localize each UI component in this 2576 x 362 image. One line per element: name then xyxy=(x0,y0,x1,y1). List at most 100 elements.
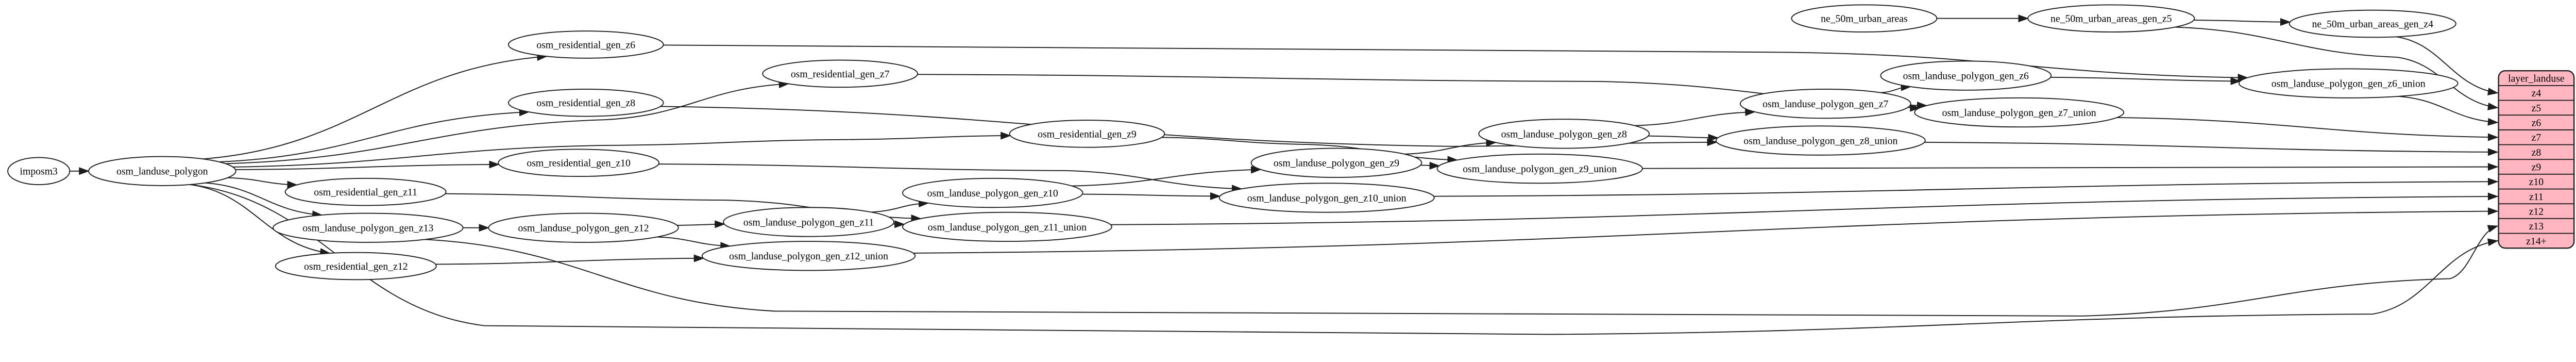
edge-osm_landuse_polygon--osm_residential_gen_z7 xyxy=(226,80,790,164)
osm-landuse-polygon-gen-z6-union-label: osm_landuse_polygon_gen_z6_union xyxy=(2272,78,2426,90)
edge-osm_landuse_polygon_gen_z8--osm_landuse_polygon_gen_z8_union xyxy=(1648,134,1719,142)
layer-landuse-row-z7: z7 xyxy=(2532,132,2541,143)
osm-landuse-polygon-gen-z12-union-label: osm_landuse_polygon_gen_z12_union xyxy=(729,251,888,262)
osm-landuse-polygon-gen-z13-label: osm_landuse_polygon_gen_z13 xyxy=(302,223,433,234)
edge-osm_landuse_polygon_gen_z11_union--layer_landuse-z11 xyxy=(1110,192,2499,225)
node-layer-landuse: layer_landusez4z5z6z7z8z9z10z11z12z13z14… xyxy=(2498,70,2575,249)
osm-landuse-polygon-gen-z7-ellipse xyxy=(1739,88,1911,119)
edge-osm_landuse_polygon_gen_z12--osm_landuse_polygon_gen_z11 xyxy=(677,220,725,228)
edge-osm_landuse_polygon_gen_z9--osm_landuse_polygon_gen_z9_union xyxy=(1420,161,1440,170)
osm-residential-gen-z9-ellipse xyxy=(1009,120,1165,148)
osm-landuse-polygon-gen-z7-union-label: osm_landuse_polygon_gen_z7_union xyxy=(1942,107,2096,119)
node-osm-landuse-polygon-gen-z10-union: osm_landuse_polygon_gen_z10_union xyxy=(1218,183,1435,213)
edge-osm_landuse_polygon_gen_z6--osm_landuse_polygon_gen_z6_union xyxy=(2050,76,2242,85)
edge-osm_landuse_polygon--osm_residential_gen_z12 xyxy=(190,184,331,256)
ne-50m-urban-areas-gen-z5-label: ne_50m_urban_areas_gen_z5 xyxy=(2050,13,2172,25)
osm-landuse-polygon-ellipse xyxy=(88,156,236,186)
node-osm-landuse-polygon-gen-z9: osm_landuse_polygon_gen_z9 xyxy=(1250,147,1422,178)
edge-osm_landuse_polygon_gen_z9--osm_landuse_polygon_gen_z8 xyxy=(1404,139,1497,155)
osm-landuse-polygon-gen-z10-ellipse xyxy=(902,177,1083,208)
osm-residential-gen-z7-ellipse xyxy=(762,59,918,88)
node-osm-residential-gen-z10: osm_residential_gen_z10 xyxy=(498,149,660,177)
edge-osm_landuse_polygon_gen_z6_union--layer_landuse-z6 xyxy=(2398,95,2499,126)
osm-landuse-polygon-gen-z13-ellipse xyxy=(273,212,464,243)
osm-landuse-polygon-gen-z8-ellipse xyxy=(1478,119,1650,149)
layer-landuse-row-z4: z4 xyxy=(2532,88,2541,99)
osm-landuse-polygon-gen-z8-union-ellipse xyxy=(1715,125,1926,156)
edge-osm_landuse_polygon_gen_z7_union--layer_landuse-z7 xyxy=(2117,117,2499,141)
node-osm-landuse-polygon-gen-z8-union: osm_landuse_polygon_gen_z8_union xyxy=(1715,125,1926,156)
node-ne-50m-urban-areas-gen-z5: ne_50m_urban_areas_gen_z5 xyxy=(2027,4,2195,32)
edge-osm_landuse_polygon_gen_z8--osm_landuse_polygon_gen_z7 xyxy=(1634,108,1756,126)
edge-osm_landuse_polygon_gen_z10_union--layer_landuse-z10 xyxy=(1433,177,2499,197)
node-osm-landuse-polygon-gen-z6: osm_landuse_polygon_gen_z6 xyxy=(1880,60,2052,91)
osm-residential-gen-z10-ellipse xyxy=(498,149,660,177)
osm-landuse-polygon-gen-z9-ellipse xyxy=(1250,147,1422,178)
osm-residential-gen-z12-ellipse xyxy=(275,252,437,281)
edge-osm_landuse_polygon_gen_z13--layer_landuse-z13 xyxy=(425,225,2499,317)
imposm3-label: imposm3 xyxy=(20,166,58,177)
osm-landuse-polygon-gen-z12-label: osm_landuse_polygon_gen_z12 xyxy=(518,223,649,234)
edges-layer xyxy=(70,14,2499,335)
edge-osm_landuse_polygon--osm_residential_gen_z9 xyxy=(232,131,1011,168)
osm-landuse-polygon-gen-z10-union-ellipse xyxy=(1218,183,1435,213)
node-osm-landuse-polygon-gen-z10: osm_landuse_polygon_gen_z10 xyxy=(902,177,1083,208)
edge-osm_landuse_polygon_gen_z8_union--layer_landuse-z8 xyxy=(1924,141,2499,156)
osm-landuse-polygon-gen-z10-label: osm_landuse_polygon_gen_z10 xyxy=(927,188,1058,199)
osm-landuse-polygon-gen-z7-label: osm_landuse_polygon_gen_z7 xyxy=(1762,98,1888,110)
osm-residential-gen-z12-label: osm_residential_gen_z12 xyxy=(304,261,408,272)
edge-osm_landuse_polygon_gen_z12_union--layer_landuse-z12 xyxy=(913,207,2499,254)
osm-residential-gen-z7-label: osm_residential_gen_z7 xyxy=(791,69,890,80)
node-ne-50m-urban-areas: ne_50m_urban_areas xyxy=(1791,4,1938,32)
node-imposm3: imposm3 xyxy=(7,157,71,186)
node-osm-residential-gen-z12: osm_residential_gen_z12 xyxy=(275,252,437,281)
node-osm-landuse-polygon-gen-z7: osm_landuse_polygon_gen_z7 xyxy=(1739,88,1911,119)
node-osm-landuse-polygon-gen-z13: osm_landuse_polygon_gen_z13 xyxy=(273,212,464,243)
node-osm-residential-gen-z6: osm_residential_gen_z6 xyxy=(507,30,664,59)
osm-landuse-polygon-gen-z6-union-ellipse xyxy=(2238,68,2459,98)
node-osm-landuse-polygon-gen-z12: osm_landuse_polygon_gen_z12 xyxy=(488,212,679,243)
node-osm-residential-gen-z8: osm_residential_gen_z8 xyxy=(507,88,664,117)
osm-residential-gen-z11-ellipse xyxy=(284,177,447,206)
osm-landuse-polygon-gen-z11-union-label: osm_landuse_polygon_gen_z11_union xyxy=(928,222,1087,233)
osm-landuse-polygon-gen-z9-union-ellipse xyxy=(1436,153,1643,184)
node-osm-landuse-polygon: osm_landuse_polygon xyxy=(88,156,236,186)
layer-landuse-row-z14plus: z14+ xyxy=(2526,236,2547,247)
osm-landuse-polygon-gen-z6-label: osm_landuse_polygon_gen_z6 xyxy=(1903,71,2029,82)
osm-residential-gen-z8-label: osm_residential_gen_z8 xyxy=(536,97,635,109)
osm-landuse-polygon-gen-z7-union-ellipse xyxy=(1914,97,2125,128)
layer-landuse-row-z11: z11 xyxy=(2529,191,2544,203)
edge-osm_landuse_polygon_gen_z11--osm_landuse_polygon_gen_z10 xyxy=(871,200,929,213)
osm-landuse-polygon-gen-z12-ellipse xyxy=(488,212,679,243)
nodes-layer: imposm3 osm_landuse_polygon osm_residentia… xyxy=(7,4,2459,281)
node-osm-landuse-polygon-gen-z11-union: osm_landuse_polygon_gen_z11_union xyxy=(902,211,1112,242)
node-osm-landuse-polygon-gen-z7-union: osm_landuse_polygon_gen_z7_union xyxy=(1914,97,2125,128)
osm-landuse-polygon-gen-z11-ellipse xyxy=(723,207,894,237)
landuse-etl-graph: imposm3 osm_landuse_polygon osm_residentia… xyxy=(7,4,2575,335)
ne-50m-urban-areas-gen-z4-ellipse xyxy=(2289,9,2456,38)
osm-landuse-polygon-gen-z12-union-ellipse xyxy=(701,241,916,271)
ne-50m-urban-areas-label: ne_50m_urban_areas xyxy=(1821,13,1908,25)
node-osm-landuse-polygon-gen-z6-union: osm_landuse_polygon_gen_z6_union xyxy=(2238,68,2459,98)
edge-osm_landuse_polygon--osm_residential_gen_z11 xyxy=(227,177,298,189)
edge-osm_landuse_polygon_gen_z7--osm_landuse_polygon_gen_z7_union xyxy=(1908,104,1921,112)
ne-50m-urban-areas-ellipse xyxy=(1791,4,1938,32)
edge-osm_residential_gen_z10--osm_landuse_polygon_gen_z10_union xyxy=(658,163,1243,193)
osm-landuse-polygon-gen-z8-union-label: osm_landuse_polygon_gen_z8_union xyxy=(1743,135,1897,146)
osm-landuse-polygon-label: osm_landuse_polygon xyxy=(116,166,208,177)
ne-50m-urban-areas-gen-z5-ellipse xyxy=(2027,4,2195,32)
osm-landuse-polygon-gen-z8-label: osm_landuse_polygon_gen_z8 xyxy=(1501,128,1627,140)
layer-landuse-row-z9: z9 xyxy=(2532,161,2541,173)
layer-landuse-row-z6: z6 xyxy=(2532,117,2541,128)
layer-landuse-row-z8: z8 xyxy=(2532,147,2541,158)
edge-osm_landuse_polygon--osm_landuse_polygon_gen_z13 xyxy=(205,182,323,219)
node-ne-50m-urban-areas-gen-z4: ne_50m_urban_areas_gen_z4 xyxy=(2289,9,2456,38)
osm-residential-gen-z6-ellipse xyxy=(507,30,664,59)
osm-landuse-polygon-gen-z11-union-ellipse xyxy=(902,211,1112,242)
layer-landuse-row-z5: z5 xyxy=(2532,103,2541,114)
edge-osm_landuse_polygon--osm_residential_gen_z6 xyxy=(202,53,548,160)
node-osm-residential-gen-z9: osm_residential_gen_z9 xyxy=(1009,120,1165,148)
osm-residential-gen-z11-label: osm_residential_gen_z11 xyxy=(314,187,417,198)
edge-ne_50m_urban_areas_gen_z5--ne_50m_urban_areas_gen_z4 xyxy=(2194,18,2291,26)
edge-osm_landuse_polygon_gen_z7--osm_landuse_polygon_gen_z6 xyxy=(1880,83,1912,93)
